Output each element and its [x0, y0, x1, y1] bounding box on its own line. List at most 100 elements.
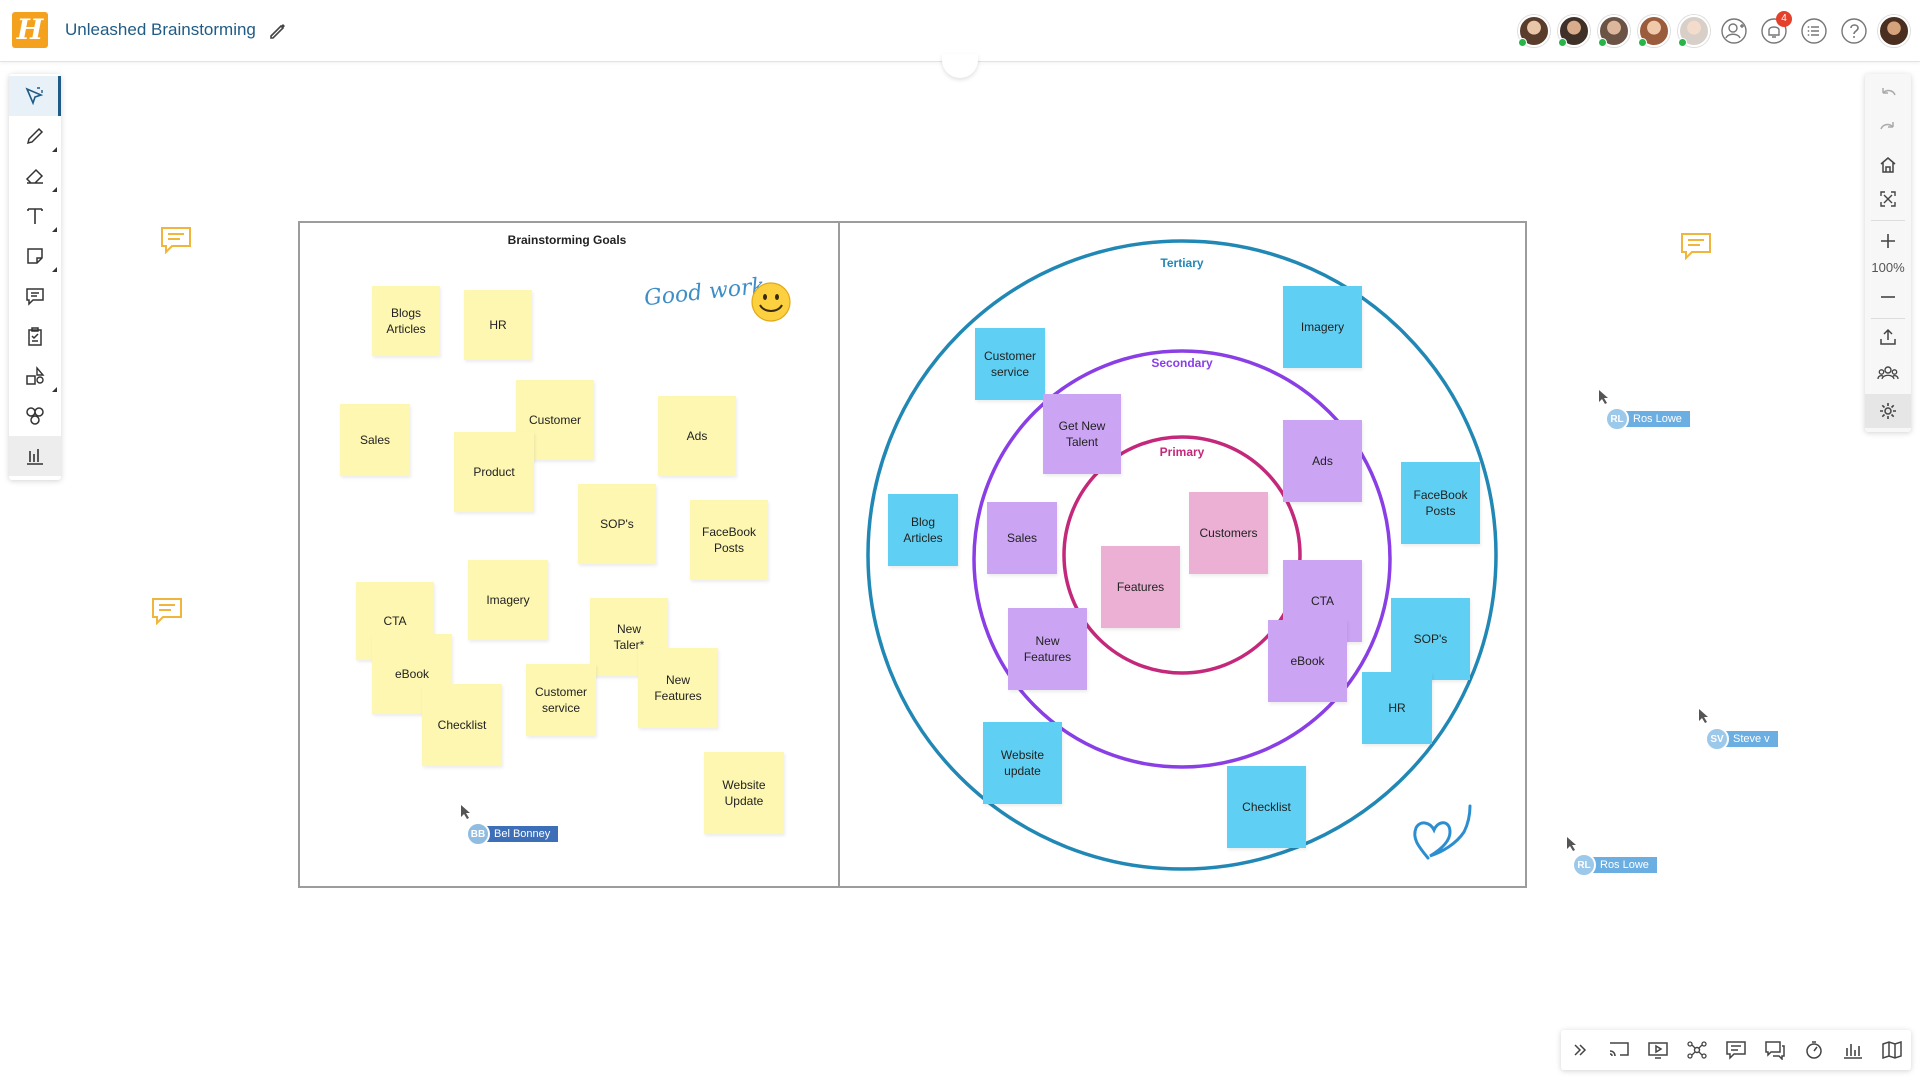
- notification-badge: 4: [1776, 11, 1792, 27]
- sticky-note[interactable]: Blogs Articles: [372, 286, 440, 356]
- cursor-initials: RL: [1605, 407, 1629, 431]
- sticky-note[interactable]: HR: [464, 290, 532, 360]
- sticky-note[interactable]: Sales: [340, 404, 410, 476]
- cursor-user-name: Ros Lowe: [1590, 857, 1657, 873]
- export-icon[interactable]: [1865, 320, 1911, 354]
- sticky-note[interactable]: Ads: [658, 396, 736, 476]
- cursor-tag-bel-bonney: BB Bel Bonney: [466, 822, 559, 846]
- sticky-note[interactable]: FaceBook Posts: [690, 500, 768, 580]
- sticky-note[interactable]: Blog Articles: [888, 494, 958, 566]
- shapes-tool-icon[interactable]: [9, 356, 61, 396]
- sticky-note[interactable]: FaceBook Posts: [1401, 462, 1480, 544]
- comment-marker-icon[interactable]: [1680, 232, 1712, 260]
- sticky-note[interactable]: SOP's: [1391, 598, 1470, 680]
- remote-cursor-arrow-icon: [1699, 709, 1708, 723]
- app-logo[interactable]: H: [12, 12, 48, 48]
- pen-tool-icon[interactable]: [9, 116, 61, 156]
- settings-icon[interactable]: [1865, 394, 1911, 428]
- heart-doodle: [1413, 804, 1472, 860]
- add-user-icon[interactable]: [1718, 15, 1750, 47]
- more-tools-icon[interactable]: [9, 436, 61, 476]
- primary-ring: [1062, 435, 1302, 675]
- fit-screen-icon[interactable]: [1865, 182, 1911, 216]
- smiley-icon: [751, 282, 791, 322]
- help-icon[interactable]: [1838, 15, 1870, 47]
- zoom-out-icon[interactable]: [1865, 280, 1911, 314]
- sticky-note[interactable]: Checklist: [1227, 766, 1306, 848]
- comments-icon[interactable]: [1755, 1030, 1794, 1070]
- screen-share-icon[interactable]: [1600, 1030, 1639, 1070]
- sticky-note[interactable]: Customers: [1189, 492, 1268, 574]
- tertiary-ring: [866, 239, 1498, 871]
- chat-icon[interactable]: [1717, 1030, 1756, 1070]
- sticky-note[interactable]: Sales: [987, 502, 1057, 574]
- comment-marker-icon[interactable]: [160, 226, 192, 254]
- participants-icon[interactable]: [1865, 356, 1911, 390]
- cursor-tag-ros-lowe-2: RL Ros Lowe: [1572, 853, 1657, 877]
- cursor-user-name: Ros Lowe: [1623, 411, 1690, 427]
- bell-icon[interactable]: 4: [1758, 11, 1792, 47]
- left-toolbar: [9, 74, 61, 480]
- sticky-note[interactable]: Product: [454, 432, 534, 512]
- collapse-topbar-tab[interactable]: [942, 54, 978, 78]
- sticky-note[interactable]: SOP's: [578, 484, 656, 564]
- sticky-note[interactable]: Website Update: [704, 752, 784, 834]
- sticky-note[interactable]: Customer service: [975, 328, 1045, 400]
- zoom-in-icon[interactable]: [1865, 224, 1911, 258]
- profile-avatar[interactable]: [1878, 15, 1910, 47]
- comment-marker-icon[interactable]: [151, 597, 183, 625]
- home-icon[interactable]: [1865, 148, 1911, 182]
- sticky-note[interactable]: Customer service: [526, 664, 596, 736]
- sticky-note[interactable]: Checklist: [422, 684, 502, 766]
- sticky-note-tool-icon[interactable]: [9, 236, 61, 276]
- right-toolbar: 100%: [1865, 74, 1911, 432]
- eraser-tool-icon[interactable]: [9, 156, 61, 196]
- map-icon[interactable]: [1872, 1030, 1911, 1070]
- brainstorming-goals-title: Brainstorming Goals: [507, 233, 627, 247]
- sticky-note[interactable]: New Features: [1008, 608, 1087, 690]
- board-divider: [838, 221, 840, 888]
- chart-icon[interactable]: [1833, 1030, 1872, 1070]
- sticky-note[interactable]: Get New Talent: [1043, 394, 1121, 474]
- sticky-note[interactable]: New Features: [638, 648, 718, 728]
- secondary-ring-label: Secondary: [1151, 356, 1213, 370]
- clipboard-tool-icon[interactable]: [9, 316, 61, 356]
- bottom-toolbar: [1561, 1030, 1911, 1070]
- comment-tool-icon[interactable]: [9, 276, 61, 316]
- collaborator-avatar-1[interactable]: [1518, 15, 1550, 47]
- templates-tool-icon[interactable]: [9, 396, 61, 436]
- present-icon[interactable]: [1639, 1030, 1678, 1070]
- select-tool-icon[interactable]: [9, 76, 61, 116]
- sticky-note[interactable]: HR: [1362, 672, 1432, 744]
- zoom-level: 100%: [1871, 260, 1905, 275]
- sticky-note[interactable]: Imagery: [1283, 286, 1362, 368]
- text-tool-icon[interactable]: [9, 196, 61, 236]
- collaborator-avatar-2[interactable]: [1558, 15, 1590, 47]
- board-title[interactable]: Unleashed Brainstorming: [65, 20, 256, 39]
- collaborator-avatar-4[interactable]: [1638, 15, 1670, 47]
- cursor-user-name: Steve v: [1723, 731, 1778, 747]
- mindmap-icon[interactable]: [1678, 1030, 1717, 1070]
- secondary-ring: [972, 349, 1392, 769]
- remote-cursor-arrow-icon: [1599, 390, 1608, 404]
- timer-icon[interactable]: [1794, 1030, 1833, 1070]
- sticky-note[interactable]: Features: [1101, 546, 1180, 628]
- collaborator-avatar-3[interactable]: [1598, 15, 1630, 47]
- undo-icon[interactable]: [1865, 78, 1911, 112]
- redo-icon[interactable]: [1865, 112, 1911, 146]
- remote-cursor-arrow-icon: [461, 805, 470, 819]
- collaborator-avatar-5[interactable]: [1678, 15, 1710, 47]
- edit-pencil-icon[interactable]: [268, 21, 288, 41]
- sticky-note[interactable]: eBook: [1268, 620, 1347, 702]
- expand-icon[interactable]: [1561, 1030, 1600, 1070]
- sticky-note[interactable]: eBook: [372, 634, 452, 714]
- target-rings-diagram: [866, 239, 1498, 871]
- sticky-note[interactable]: Website update: [983, 722, 1062, 804]
- list-icon[interactable]: [1798, 15, 1830, 47]
- cursor-tag-ros-lowe: RL Ros Lowe: [1605, 407, 1690, 431]
- cursor-user-name: Bel Bonney: [484, 826, 559, 842]
- tertiary-ring-label: Tertiary: [1160, 256, 1204, 270]
- sticky-note[interactable]: Ads: [1283, 420, 1362, 502]
- sticky-note[interactable]: Imagery: [468, 560, 548, 640]
- remote-cursor-arrow-icon: [1567, 837, 1576, 851]
